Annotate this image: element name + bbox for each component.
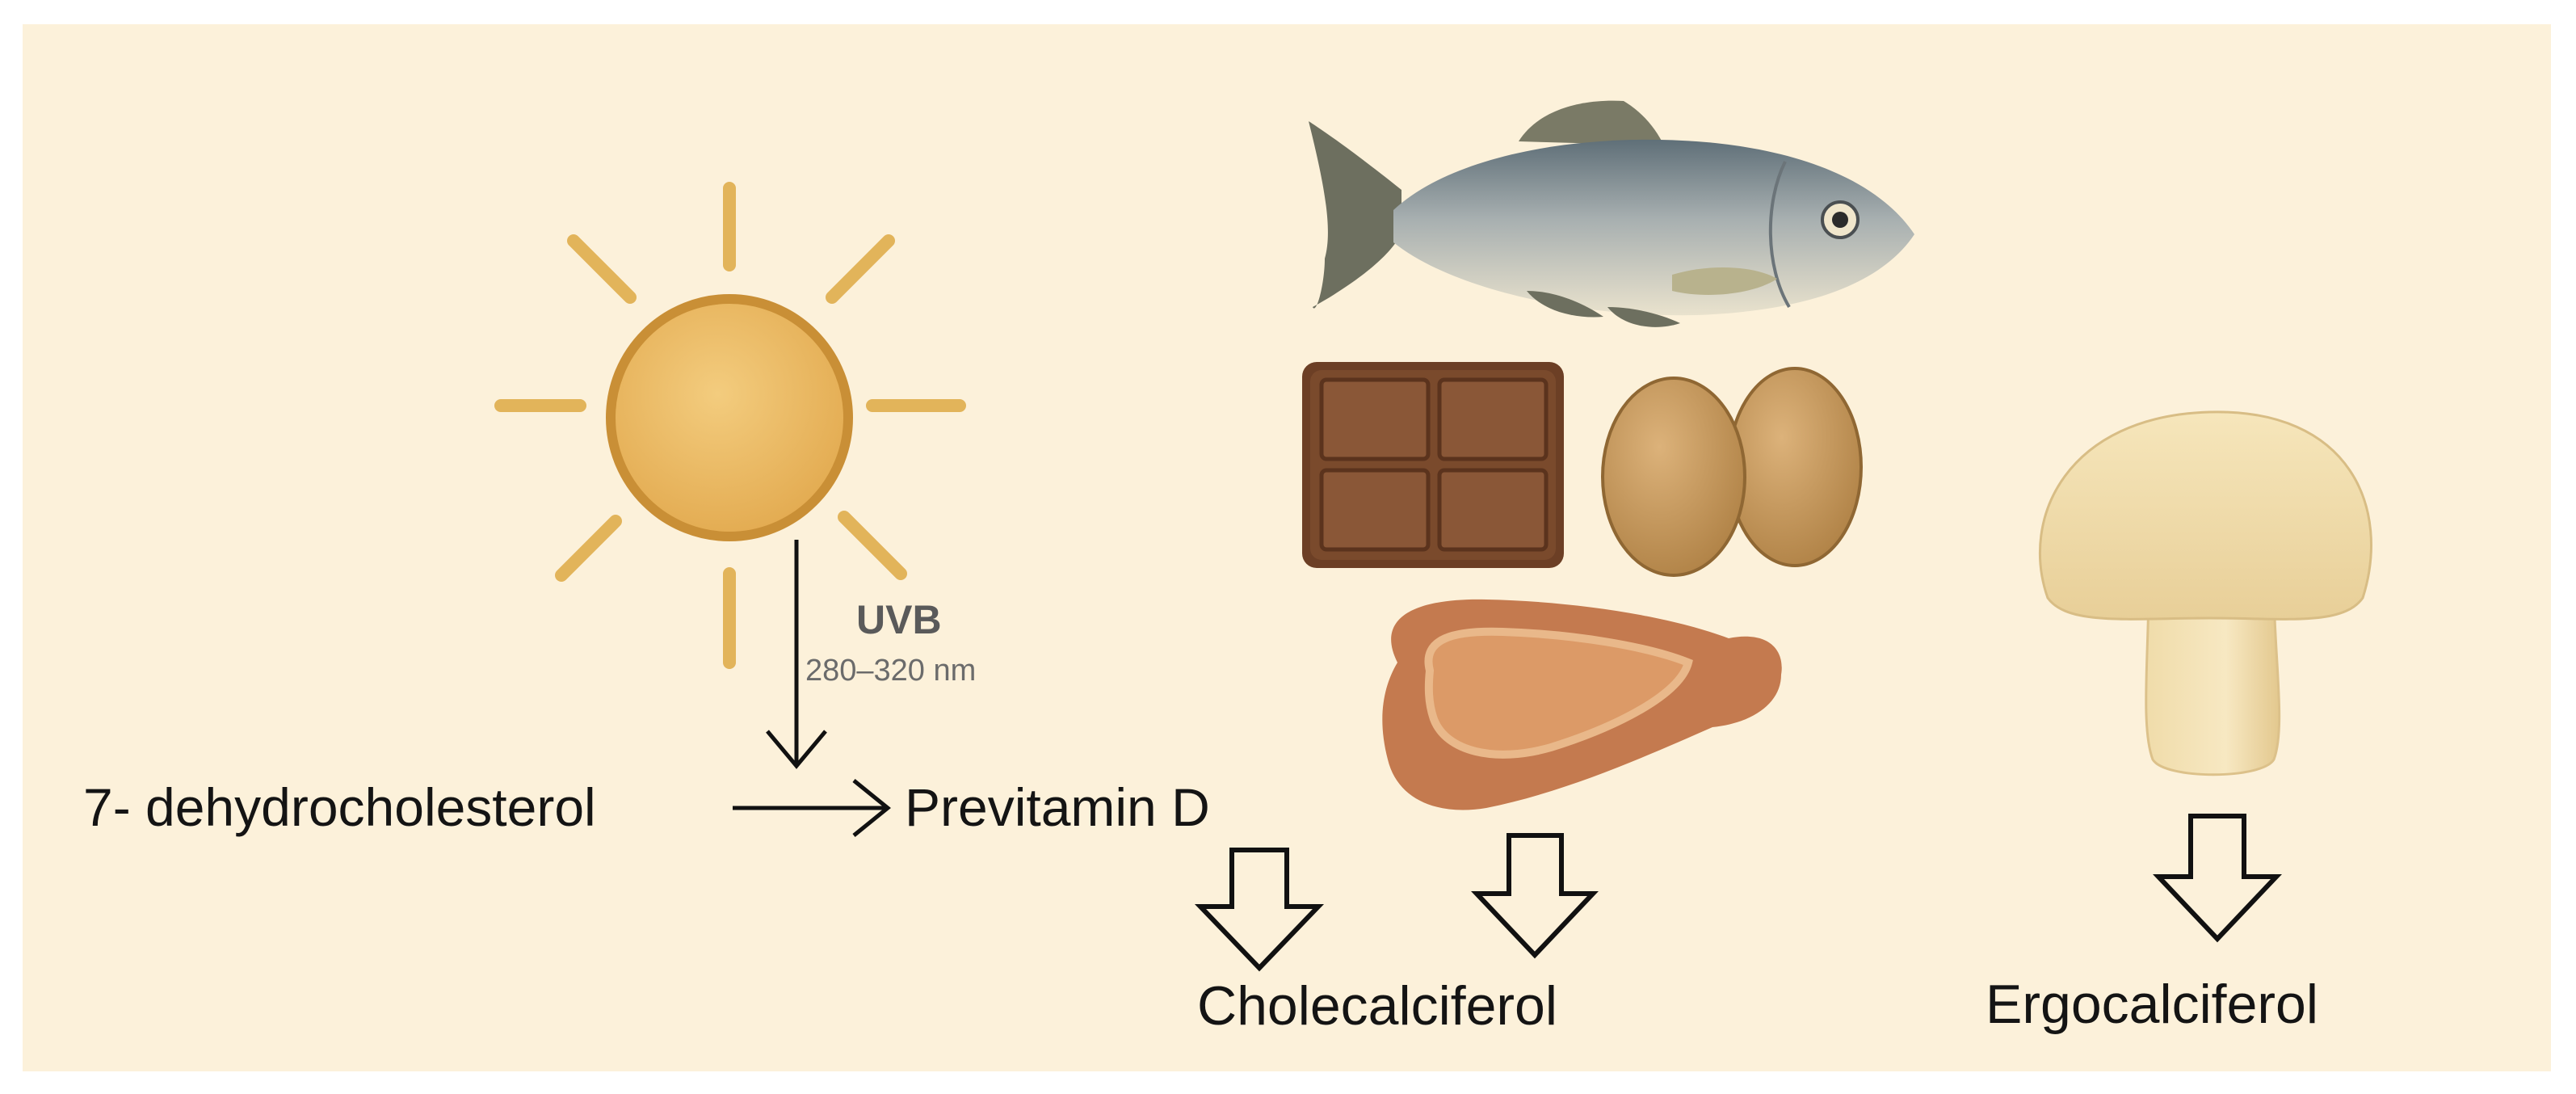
conversion-arrow: [733, 781, 888, 835]
meat-icon: [1382, 600, 1781, 810]
sun-icon: [501, 188, 960, 663]
hollow-arrow-1: [1200, 850, 1318, 968]
precursor-label: 7- dehydrocholesterol: [83, 777, 596, 837]
chocolate-bar-icon: [1302, 362, 1564, 568]
product-label: Previtamin D: [905, 777, 1210, 837]
cholecalciferol-label: Cholecalciferol: [1197, 975, 1557, 1037]
fish-icon: [1309, 101, 1914, 327]
mushroom-icon: [2040, 412, 2371, 775]
ergocalciferol-label: Ergocalciferol: [1986, 974, 2318, 1035]
wavelength-label: 280–320 nm: [805, 654, 976, 688]
eggs-icon: [1603, 368, 1861, 575]
uvb-arrow: [767, 540, 826, 766]
uvb-label: UVB: [856, 597, 942, 642]
hollow-arrow-3: [2158, 816, 2276, 939]
hollow-arrow-2: [1477, 835, 1593, 955]
